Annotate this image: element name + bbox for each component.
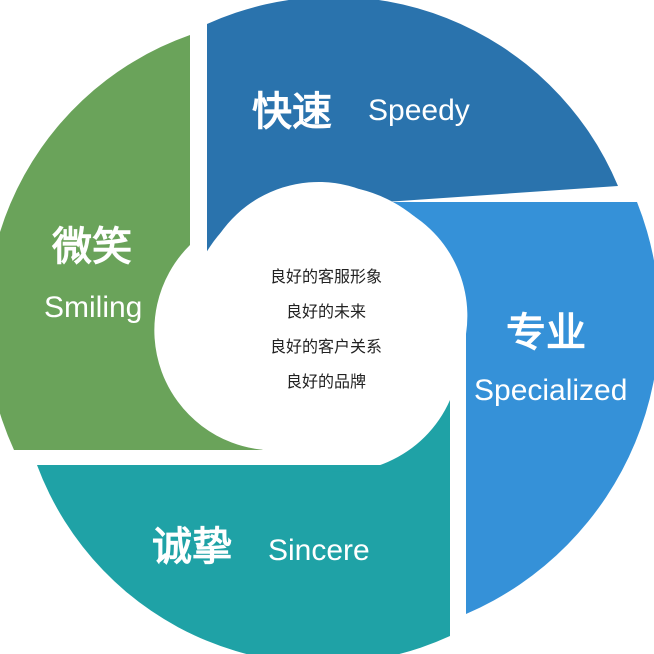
segment-sincere [37,465,450,654]
smiling-en-label: Smiling [44,291,142,324]
speedy-zh-label: 快速 [252,89,332,135]
specialized-en-label: Specialized [474,374,627,407]
sincere-zh-label: 诚挚 [152,524,232,570]
segment-smiling [0,35,265,450]
smiling-zh-label: 微笑 [51,224,132,270]
segment-specialized [385,202,654,614]
center-line-3: 良好的客户关系 [270,337,382,356]
sincere-en-label: Sincere [268,534,370,567]
segment-speedy [207,0,618,258]
center-line-1: 良好的客服形象 [270,267,382,286]
center-line-2: 良好的未来 [286,302,366,321]
speedy-en-label: Speedy [368,94,470,127]
specialized-zh-label: 专业 [506,310,586,356]
segment-sincere-connector [300,400,450,472]
center-line-4: 良好的品牌 [286,372,366,391]
center-circle [186,185,466,465]
